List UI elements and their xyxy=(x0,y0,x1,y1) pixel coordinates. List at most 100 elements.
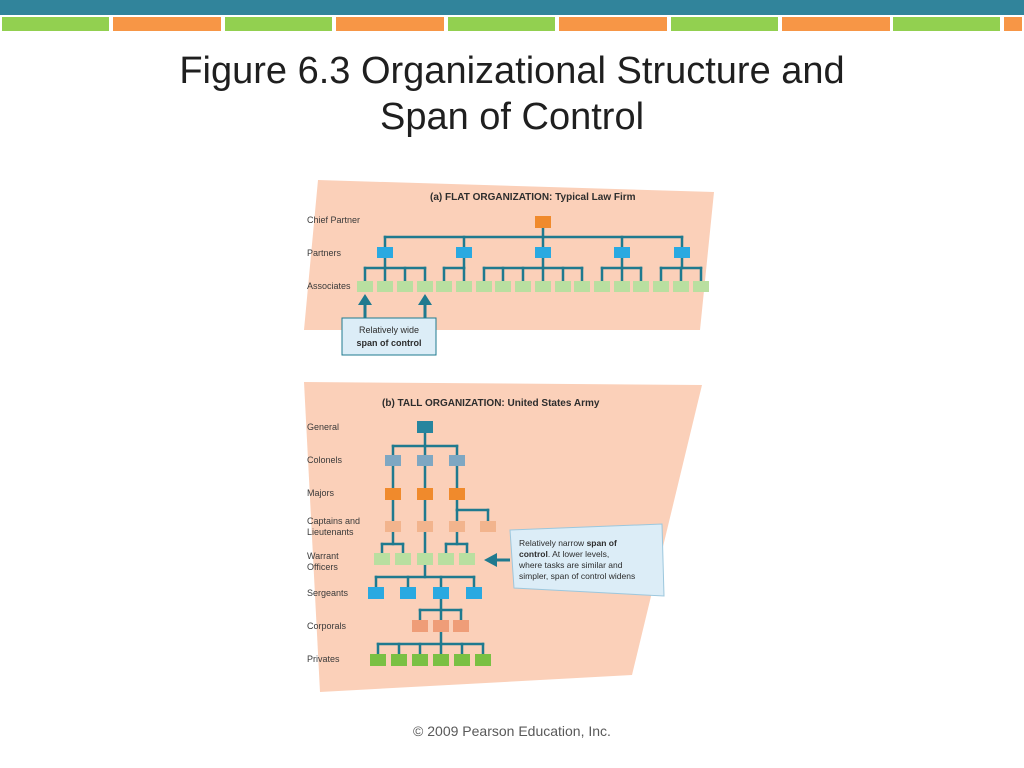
org-structure-figure: (a) FLAT ORGANIZATION: Typical Law Firm … xyxy=(304,180,714,692)
arrow-head xyxy=(358,294,372,305)
general-box xyxy=(417,421,433,433)
narrow-span-callout-line-2-bold: control xyxy=(519,549,548,559)
partner-box xyxy=(614,247,630,258)
major-box xyxy=(449,488,465,500)
tall-organization-title: (b) TALL ORGANIZATION: United States Arm… xyxy=(382,398,600,409)
narrow-span-callout-line-1-text: Relatively narrow xyxy=(519,538,587,548)
wide-span-callout xyxy=(341,317,437,356)
corporal-box xyxy=(453,620,469,632)
decorative-strip-row xyxy=(0,17,1024,31)
private-box xyxy=(370,654,386,666)
associate-box xyxy=(436,281,452,292)
arrow-head xyxy=(484,553,497,567)
corporal-box xyxy=(412,620,428,632)
private-box xyxy=(475,654,491,666)
level-label-officers: Officers xyxy=(307,562,338,572)
major-box xyxy=(385,488,401,500)
colonel-box xyxy=(385,455,401,466)
narrow-span-callout-line-3: where tasks are similar and xyxy=(518,560,623,570)
slide-title-line-1: Figure 6.3 Organizational Structure and xyxy=(179,50,845,92)
associate-box xyxy=(673,281,689,292)
captain-box xyxy=(449,521,465,532)
level-label-colonels: Colonels xyxy=(307,455,343,465)
narrow-span-callout-line-2-text: . At lower levels, xyxy=(548,549,609,559)
associate-box xyxy=(357,281,373,292)
level-label-associates: Associates xyxy=(307,281,351,291)
captain-box xyxy=(480,521,496,532)
level-label-privates: Privates xyxy=(307,654,340,664)
flat-organization-title: (a) FLAT ORGANIZATION: Typical Law Firm xyxy=(430,192,636,203)
decorative-strip xyxy=(671,17,778,31)
captain-box xyxy=(385,521,401,532)
sergeant-box xyxy=(400,587,416,599)
associate-box xyxy=(417,281,433,292)
captain-box xyxy=(417,521,433,532)
level-label-captains: Captains and xyxy=(307,516,360,526)
partner-box xyxy=(535,247,551,258)
tall-org-boxes xyxy=(368,421,496,666)
warrant-officer-box xyxy=(374,553,390,565)
level-label-chief-partner: Chief Partner xyxy=(307,215,360,225)
decorative-strip xyxy=(2,17,109,31)
sergeant-box xyxy=(433,587,449,599)
associate-box xyxy=(456,281,472,292)
warrant-officer-box xyxy=(438,553,454,565)
flat-organization-panel xyxy=(304,180,714,330)
partner-box xyxy=(377,247,393,258)
level-label-lieutenants: Lieutenants xyxy=(307,527,354,537)
level-label-sergeants: Sergeants xyxy=(307,588,349,598)
partner-box xyxy=(456,247,472,258)
wide-span-callout-line-2: span of control xyxy=(357,338,422,348)
warrant-officer-box xyxy=(395,553,411,565)
warrant-officer-box xyxy=(417,553,433,565)
copyright-footer: © 2009 Pearson Education, Inc. xyxy=(413,723,611,739)
narrow-span-callout-line-1-bold: span of xyxy=(587,538,617,548)
colonel-box xyxy=(449,455,465,466)
major-box xyxy=(417,488,433,500)
corporal-box xyxy=(433,620,449,632)
warrant-officer-box xyxy=(459,553,475,565)
sergeant-box xyxy=(466,587,482,599)
associate-box xyxy=(377,281,393,292)
associate-box xyxy=(495,281,511,292)
decorative-strip xyxy=(559,17,667,31)
flat-org-connector-lines xyxy=(363,227,703,283)
sergeant-box xyxy=(368,587,384,599)
associate-box xyxy=(574,281,590,292)
chief-partner-box xyxy=(535,216,551,228)
partner-box xyxy=(674,247,690,258)
narrow-span-callout xyxy=(509,523,665,597)
private-box xyxy=(433,654,449,666)
narrow-span-callout-line-4: simpler, span of control widens xyxy=(519,571,635,581)
associate-box xyxy=(693,281,709,292)
private-box xyxy=(391,654,407,666)
decorative-strip xyxy=(225,17,332,31)
associate-box xyxy=(515,281,531,292)
decorative-strip xyxy=(113,17,221,31)
flat-callout-arrows xyxy=(358,294,432,318)
level-label-general: General xyxy=(307,422,339,432)
slide-title-line-2: Span of Control xyxy=(379,96,645,138)
arrow-head xyxy=(418,294,432,305)
narrow-span-callout-line-1: Relatively narrow span of xyxy=(519,538,617,548)
decorative-strip xyxy=(336,17,444,31)
associate-box xyxy=(594,281,610,292)
slide-title: Figure 6.3 Organizational Structure and … xyxy=(112,48,912,140)
level-label-partners: Partners xyxy=(307,248,342,258)
associate-box xyxy=(653,281,669,292)
associate-box xyxy=(397,281,413,292)
associate-box xyxy=(555,281,571,292)
decorative-strip xyxy=(782,17,890,31)
decorative-strip xyxy=(448,17,555,31)
level-label-warrant: Warrant xyxy=(307,551,339,561)
decorative-strip xyxy=(893,17,1000,31)
level-label-majors: Majors xyxy=(307,488,335,498)
narrow-span-callout-line-2: control. At lower levels, xyxy=(519,549,609,559)
associate-box xyxy=(535,281,551,292)
associate-box xyxy=(633,281,649,292)
flat-org-boxes xyxy=(357,216,709,292)
narrow-span-arrow xyxy=(484,553,510,567)
colonel-box xyxy=(417,455,433,466)
associate-box xyxy=(614,281,630,292)
level-label-corporals: Corporals xyxy=(307,621,347,631)
